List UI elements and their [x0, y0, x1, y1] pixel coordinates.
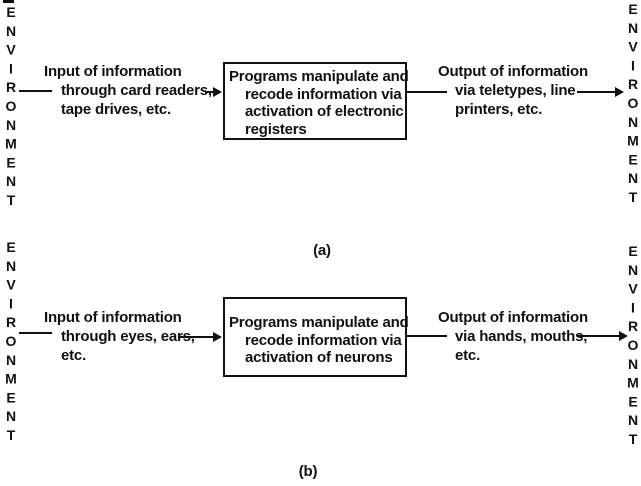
output-text-b-line3: etc. — [455, 347, 481, 364]
flow-line-env-to-input-b — [19, 332, 52, 334]
process-box-a-line2: recode information via — [245, 85, 402, 103]
flow-line-input-to-box-a — [205, 91, 215, 93]
process-box-b-line2: recode information via — [245, 331, 402, 349]
flow-line-env-to-input-a — [19, 90, 52, 92]
flow-line-box-to-output-b — [407, 335, 447, 337]
output-text-b-line2: via hands, mouths, — [455, 328, 588, 345]
process-box-a: Programs manipulate and recode informati… — [223, 62, 409, 140]
arrow-right-head-output-a — [615, 87, 624, 97]
environment-right-a: ENVIRONMENT — [625, 1, 641, 208]
panel-label-b: (b) — [298, 463, 318, 480]
arrow-right-head-input-b — [213, 332, 222, 342]
output-text-b-line1: Output of information — [438, 309, 588, 326]
input-text-b-line3: etc. — [61, 347, 87, 364]
environment-left-b: ENVIRONMENT — [3, 239, 19, 446]
input-text-a-line2: through card readers, — [61, 82, 212, 99]
input-text-b: Input of information through eyes, ears,… — [44, 308, 195, 365]
input-text-a-line1: Input of information — [44, 63, 182, 80]
output-text-a-line1: Output of information — [438, 63, 588, 80]
arrow-right-head-output-b — [619, 331, 628, 341]
process-box-b-line3: activation of neurons — [245, 349, 393, 366]
output-text-b: Output of information via hands, mouths,… — [438, 308, 588, 365]
input-text-a-line3: tape drives, etc. — [61, 101, 171, 118]
panel-label-a: (a) — [313, 242, 331, 259]
output-text-a: Output of information via teletypes, lin… — [438, 62, 588, 119]
input-text-b-line2: through eyes, ears, — [61, 328, 195, 345]
process-box-a-line1: Programs manipulate and — [229, 68, 409, 85]
scan-artifact — [3, 0, 14, 3]
flow-line-output-to-env-a — [577, 91, 616, 93]
process-box-a-line3: activation of electronic — [245, 103, 404, 120]
flow-line-output-to-env-b — [577, 335, 620, 337]
process-box-b: Programs manipulate and recode informati… — [223, 297, 409, 377]
output-text-a-line3: printers, etc. — [455, 101, 543, 118]
environment-right-b: ENVIRONMENT — [625, 243, 641, 450]
output-text-a-line2: via teletypes, line — [455, 82, 576, 99]
input-text-b-line1: Input of information — [44, 309, 182, 326]
process-box-a-line4: registers — [245, 120, 307, 138]
process-box-b-line1: Programs manipulate and — [229, 314, 409, 331]
arrow-right-head-input-a — [213, 87, 222, 97]
flow-line-box-to-output-a — [407, 91, 447, 93]
input-text-a: Input of information through card reader… — [44, 62, 212, 119]
flow-line-input-to-box-b — [178, 336, 214, 338]
environment-left-a: ENVIRONMENT — [3, 4, 19, 211]
